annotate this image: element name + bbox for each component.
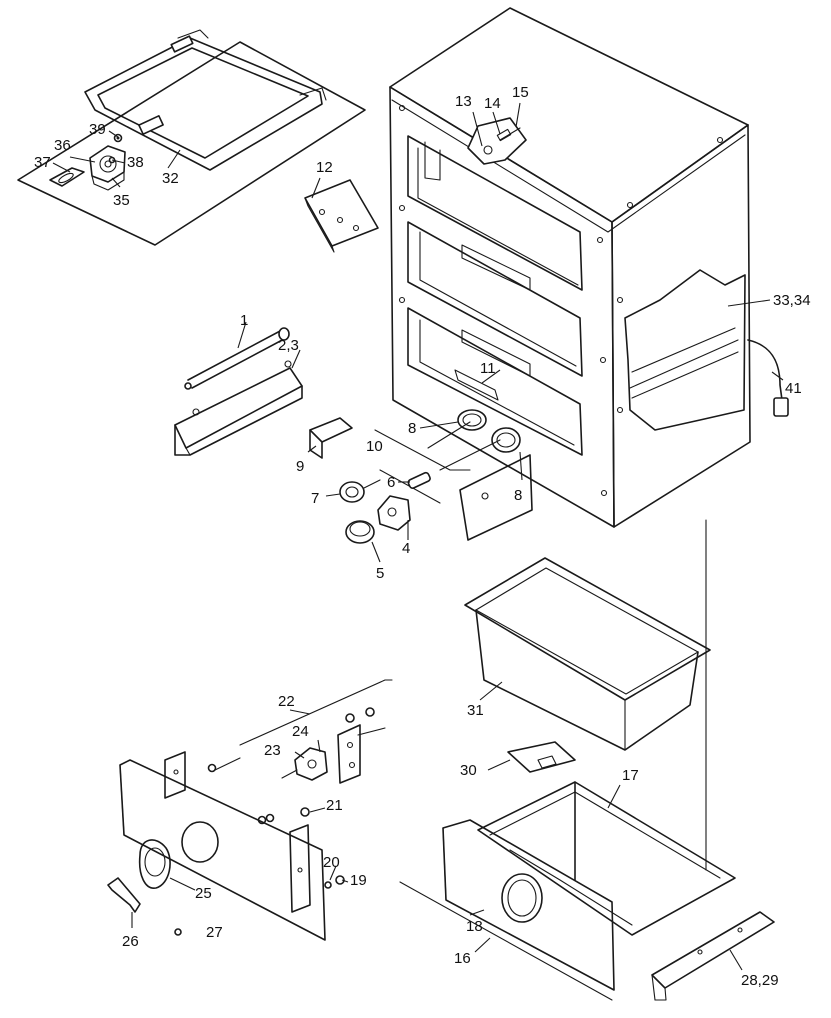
callout-8-upper: 8: [408, 420, 416, 437]
part-30: [507, 741, 576, 773]
callout-23: 23: [264, 742, 281, 759]
callout-2-3: 2,3: [278, 337, 299, 354]
tray-2-3: [174, 349, 303, 456]
callout-7: 7: [311, 490, 319, 507]
thermostat-4: [377, 495, 411, 540]
knob-5: [345, 520, 381, 563]
knob-7: [325, 479, 381, 503]
callout-6: 6: [387, 474, 395, 491]
bracket-37: [49, 167, 85, 187]
inset-panel: [17, 29, 366, 246]
callout-labels: 1 2,3 4 5 6 7 8 8 9 10 11 12 13 14 15 16…: [34, 84, 811, 989]
pan-31: [464, 557, 711, 751]
callout-41: 41: [785, 380, 802, 397]
heating-element-32: [84, 29, 327, 171]
callout-33-34: 33,34: [773, 292, 811, 309]
thermostat-35: [89, 145, 126, 191]
callout-14: 14: [484, 95, 501, 112]
callout-20: 20: [323, 854, 340, 871]
callout-38: 38: [127, 154, 144, 171]
callout-10: 10: [366, 438, 383, 455]
heating-element-1: [184, 321, 290, 390]
callout-30: 30: [460, 762, 477, 779]
bracket-9: [307, 417, 353, 459]
callout-17: 17: [622, 767, 639, 784]
callout-5: 5: [376, 565, 384, 582]
callout-1: 1: [240, 312, 248, 329]
callout-24: 24: [292, 723, 309, 740]
bracket-22: [337, 724, 361, 784]
cabinet: [389, 7, 789, 528]
callout-22: 22: [278, 693, 295, 710]
callout-18: 18: [466, 918, 483, 935]
callout-9: 9: [296, 458, 304, 475]
callout-8-lower: 8: [514, 487, 522, 504]
drawer: [399, 519, 775, 1001]
handle-26: [107, 877, 141, 913]
callout-32: 32: [162, 170, 179, 187]
callout-35: 35: [113, 192, 130, 209]
callout-31: 31: [467, 702, 484, 719]
callout-28-29: 28,29: [741, 972, 779, 989]
grommets-8: [419, 409, 523, 481]
callout-26: 26: [122, 933, 139, 950]
callout-39: 39: [89, 121, 106, 138]
callout-16: 16: [454, 950, 471, 967]
screw-27: [174, 928, 182, 936]
callout-36: 36: [54, 137, 71, 154]
callout-21: 21: [326, 797, 343, 814]
switch-6: [398, 471, 431, 489]
callout-13: 13: [455, 93, 472, 110]
thermostat-23: [294, 747, 328, 781]
callout-11: 11: [480, 360, 496, 377]
bracket-12: [304, 177, 379, 253]
callout-19: 19: [350, 872, 367, 889]
callout-37: 37: [34, 154, 51, 171]
callout-27: 27: [206, 924, 223, 941]
thermostat-13-15: [467, 117, 527, 165]
callout-12: 12: [316, 159, 333, 176]
plug-41: [773, 397, 789, 417]
callout-15: 15: [512, 84, 529, 101]
control-panel: [107, 679, 393, 941]
inset-frame: [17, 41, 366, 246]
nut-38: [108, 156, 116, 164]
screw-39: [113, 133, 123, 143]
callout-25: 25: [195, 885, 212, 902]
callout-4: 4: [402, 540, 410, 557]
slide-28-29: [651, 911, 775, 989]
